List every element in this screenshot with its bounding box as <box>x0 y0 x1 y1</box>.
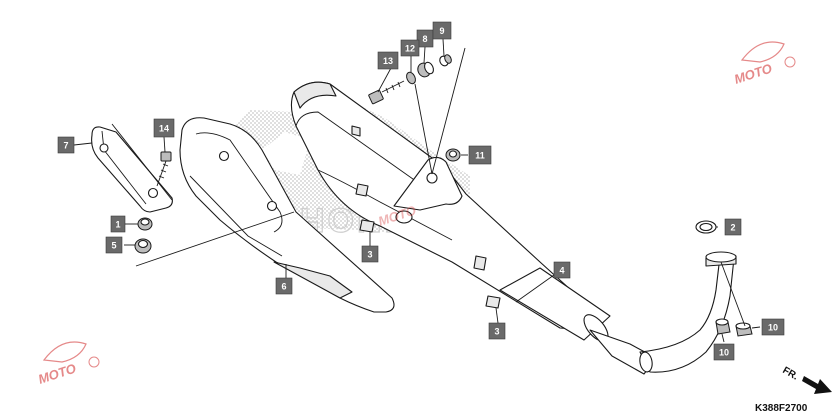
callout-3-lower: 3 <box>488 322 506 340</box>
front-direction-indicator: FR. <box>781 365 832 394</box>
leader-lines <box>73 38 761 343</box>
callout-11: 11 <box>468 145 492 165</box>
watermark-logo-top-right: MOTO <box>732 41 796 87</box>
callout-4: 4 <box>553 261 571 279</box>
callout-6: 6 <box>275 277 293 295</box>
callout-10-lower-label: 10 <box>719 348 729 358</box>
front-direction-label: FR. <box>781 365 801 383</box>
callout-3-upper: 3 <box>361 245 379 263</box>
callout-10-lower: 10 <box>713 343 735 361</box>
part-1-collar <box>137 217 153 231</box>
watermark-brand-bottom: MOTO <box>36 361 78 387</box>
callout-5: 5 <box>105 236 123 254</box>
callout-14-label: 14 <box>159 124 169 134</box>
callout-1: 1 <box>110 215 126 233</box>
callout-12: 12 <box>400 39 420 57</box>
part-10-nut-b <box>735 322 753 337</box>
callout-13-label: 13 <box>383 56 393 66</box>
callout-14: 14 <box>153 118 175 138</box>
part-4-muffler-assembly <box>290 81 737 375</box>
callout-4-label: 4 <box>559 266 564 276</box>
diagram-reference-code: K388F2700 <box>755 403 808 414</box>
callout-7-label: 7 <box>63 141 68 151</box>
callout-13: 13 <box>377 51 399 70</box>
watermark-brand-top: MOTO <box>732 61 774 87</box>
callout-12-label: 12 <box>405 44 415 54</box>
callout-1-label: 1 <box>115 220 120 230</box>
callout-8: 8 <box>416 29 434 48</box>
callout-10-right-label: 10 <box>768 323 778 333</box>
callout-5-label: 5 <box>111 241 116 251</box>
part-5-rubber <box>134 238 152 254</box>
part-8-grommet <box>417 61 434 78</box>
part-12-washer <box>406 71 416 85</box>
part-14-bolt <box>156 151 172 187</box>
callout-3-upper-label: 3 <box>367 250 372 260</box>
callout-8-label: 8 <box>422 34 427 44</box>
callout-2-label: 2 <box>730 223 735 233</box>
callout-3-lower-label: 3 <box>494 327 499 337</box>
callout-9: 9 <box>432 21 452 40</box>
part-13-bolt <box>368 80 405 105</box>
part-7-shield-bracket <box>91 126 173 213</box>
callout-7: 7 <box>57 136 75 154</box>
front-arrow-icon <box>802 376 832 394</box>
part-10-nut-a <box>715 318 731 335</box>
callout-6-label: 6 <box>281 282 286 292</box>
part-9-collar <box>439 54 452 67</box>
part-2-gasket <box>695 220 717 234</box>
callout-11-label: 11 <box>475 151 485 161</box>
callout-2: 2 <box>724 218 742 236</box>
callout-10-right: 10 <box>761 318 785 336</box>
part-11-nut <box>445 148 461 162</box>
callout-9-label: 9 <box>439 26 444 36</box>
part-6-muffler-protector <box>179 117 395 313</box>
watermark-logo-bottom-left: MOTO <box>36 341 100 387</box>
